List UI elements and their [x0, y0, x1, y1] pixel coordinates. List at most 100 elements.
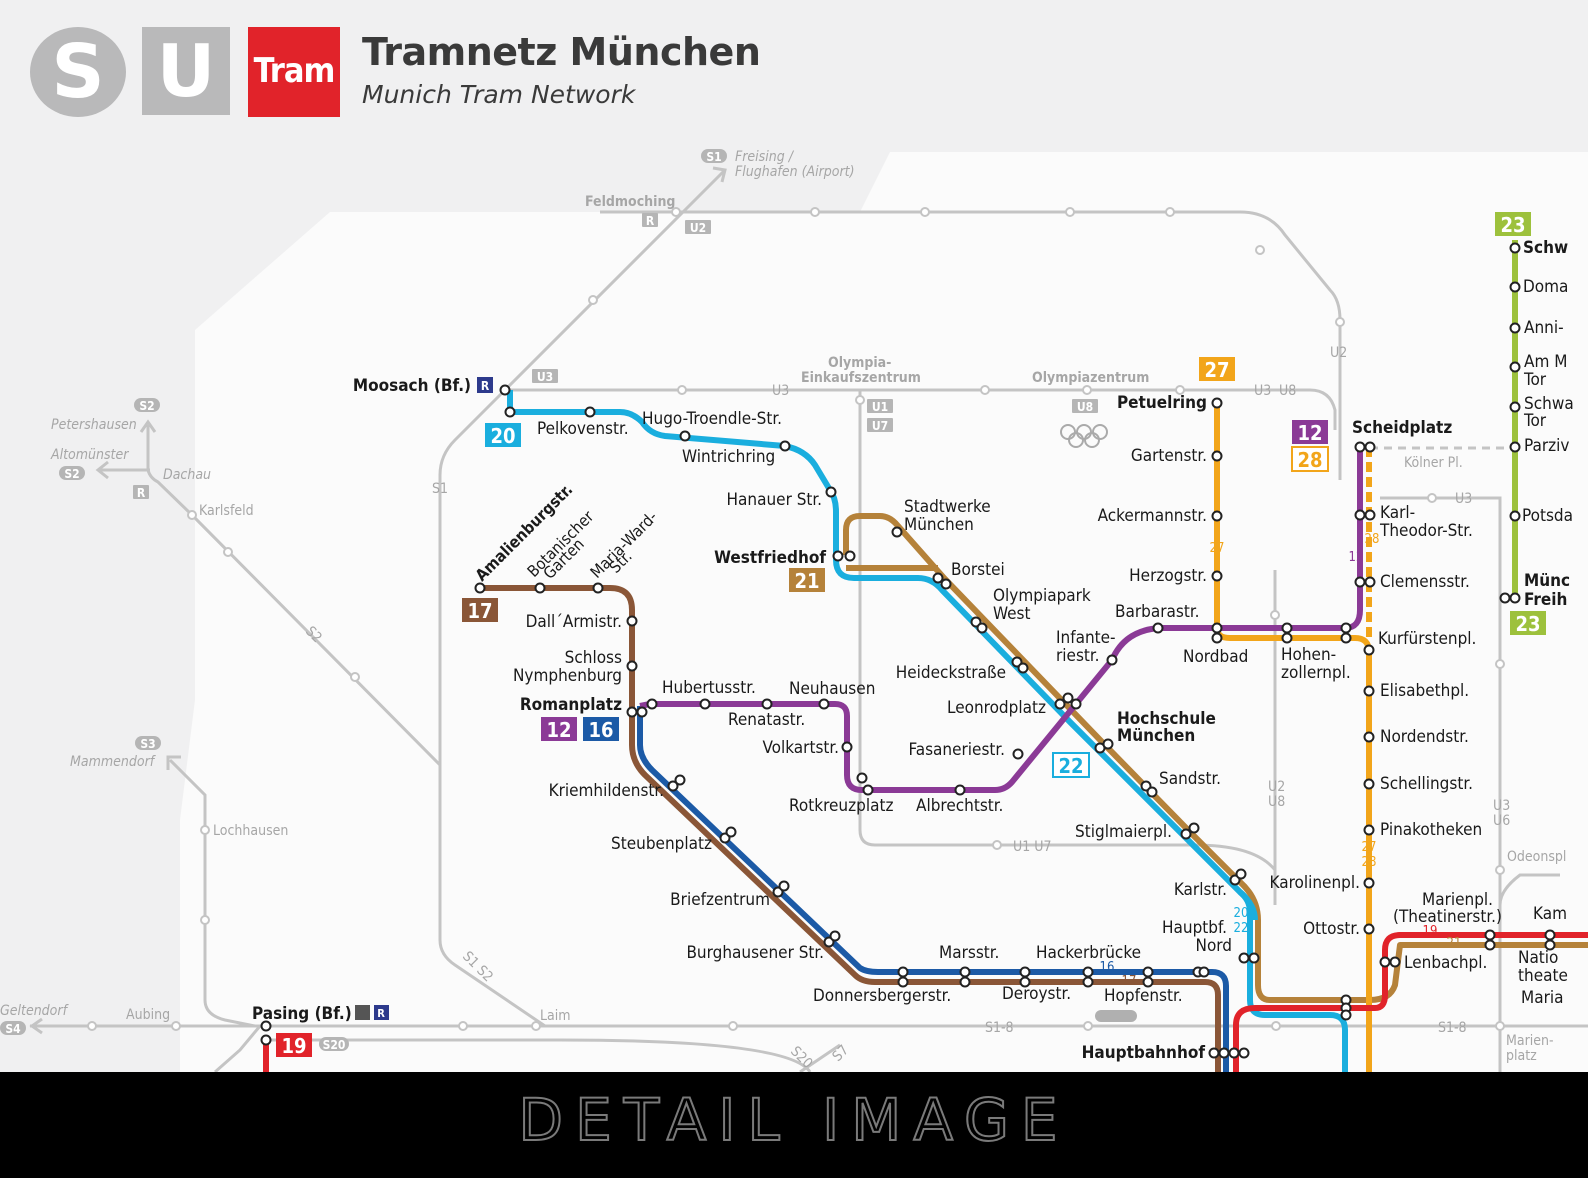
station-label: Pelkovenstr. — [537, 419, 629, 439]
track-line-number: 27 — [1210, 541, 1225, 556]
rail-label: Kölner Pl. — [1404, 455, 1463, 471]
rail-label: S1-8 — [1438, 1020, 1467, 1036]
page-subtitle: Munich Tram Network — [362, 80, 636, 109]
station-label: Clemensstr. — [1380, 572, 1470, 592]
rail-badge-label: S3 — [140, 737, 155, 751]
rail-badge-label: U1 — [872, 400, 888, 414]
rail-label: U3 — [1493, 798, 1510, 814]
zob-bus-icon — [1095, 1010, 1137, 1022]
rail-label: Laim — [540, 1008, 571, 1024]
track-line-number: 28 — [1362, 855, 1377, 870]
rail-label: Aubing — [126, 1007, 170, 1023]
station-label: Nordbad — [1183, 647, 1248, 667]
u-bahn-logo: U — [142, 27, 230, 115]
olympic-rings-icon — [1060, 424, 1108, 448]
city-area — [180, 152, 1588, 1072]
station-label: Elisabethpl. — [1380, 681, 1469, 701]
rail-label: Odeonspl — [1507, 849, 1566, 865]
station-label: Sandstr. — [1159, 769, 1221, 789]
station-label: Fasaneriestr. — [908, 740, 1005, 760]
rail-labels: Freising /Flughafen (Airport)Feldmoching… — [0, 149, 1566, 1072]
station-label: Marienpl. — [1422, 890, 1493, 910]
station-label: Hohen- — [1281, 645, 1336, 665]
page-title: Tramnetz München — [362, 30, 761, 74]
rail-station-dots — [87, 207, 1505, 1031]
line-badge-20: 20 — [485, 423, 521, 448]
station-label: Scheidplatz — [1352, 418, 1452, 438]
station-label: Nord — [1196, 936, 1233, 956]
rail-label: Freising / — [735, 149, 795, 165]
station-label: Hauptbf. — [1162, 918, 1227, 938]
station-label: Parziv — [1524, 436, 1569, 456]
station-label: Natio — [1518, 948, 1558, 968]
station-label: Hauptbahnhof — [1082, 1043, 1206, 1063]
rail-label: Marien- — [1506, 1033, 1554, 1049]
station-label: Karlstr. — [1174, 880, 1227, 900]
rail-label: U8 — [1279, 383, 1296, 399]
rail-badge-s20: S20 — [319, 1037, 349, 1052]
station-label: Maria — [1521, 988, 1563, 1008]
station-label: Leonrodplatz — [947, 698, 1046, 718]
rail-badge-u1: U1 — [867, 399, 893, 414]
station-label: Theodor-Str. — [1379, 521, 1473, 541]
track-line-number: 27 — [1362, 840, 1377, 855]
station-label: Volkartstr. — [763, 738, 840, 758]
station-label: Dall´Armistr. — [526, 612, 622, 632]
station-label: Infante- — [1056, 628, 1116, 648]
track-line-number: 22 — [1234, 921, 1249, 936]
line-badge-label: 12 — [546, 718, 571, 742]
line-badge-16: 16 — [583, 717, 619, 742]
rail-badge-u2: U2 — [685, 220, 711, 235]
rail-label: Altomünster — [50, 447, 129, 463]
rail-badge-s1: S1 — [701, 149, 727, 164]
rail-label: platz — [1506, 1048, 1537, 1064]
station-label: West — [993, 604, 1031, 624]
rail-badge-label: S4 — [5, 1022, 21, 1036]
rail-label: U8 — [1268, 794, 1285, 810]
station-label: Donnersbergerstr. — [813, 986, 951, 1006]
station-label: Schwa — [1524, 394, 1574, 414]
line-badge-label: 27 — [1204, 358, 1229, 382]
station-label: Stiglmaierpl. — [1075, 822, 1172, 842]
rail-label: Einkaufszentrum — [801, 370, 921, 386]
rail-badge-r: R — [133, 485, 149, 500]
station-label: Ottostr. — [1303, 919, 1360, 939]
rail-label: U3 — [1455, 491, 1472, 507]
rail-arrows — [29, 166, 727, 1035]
station-label: Ackermannstr. — [1098, 506, 1207, 526]
rail-badge-label: U2 — [690, 221, 706, 235]
station-label: Hopfenstr. — [1104, 986, 1183, 1006]
track-line-number: 20 — [1234, 906, 1249, 921]
rail-label: Flughafen (Airport) — [735, 164, 855, 180]
station-label: Potsda — [1522, 506, 1573, 526]
station-label: Tor — [1523, 411, 1547, 431]
station-label: Hackerbrücke — [1036, 943, 1141, 963]
station-labels: Moosach (Bf.)Pelkovenstr.Hugo-Troendle-S… — [252, 238, 1574, 1063]
line-badge-label: 16 — [588, 718, 613, 742]
rail-badge-label: U8 — [1077, 400, 1093, 414]
rail-badge-s2: S2 — [134, 398, 160, 413]
station-label: Heideckstraße — [896, 663, 1006, 683]
station-label: Petuelring — [1117, 393, 1207, 413]
station-label: Wintrichring — [682, 447, 775, 467]
rail-badge-r: R — [642, 213, 658, 228]
station-label: Tor — [1523, 370, 1547, 390]
track-line-number: 21 — [1447, 936, 1462, 951]
rail-badge-label: R — [137, 486, 146, 500]
rail-label: Dachau — [163, 467, 211, 483]
station-label: Nordendstr. — [1380, 727, 1469, 747]
detail-image-label: DETAIL IMAGE — [517, 1085, 1070, 1155]
rail-label: S1 — [432, 481, 448, 497]
rail-label: U2 — [1330, 345, 1347, 361]
moosach-r-icon: R — [477, 377, 493, 393]
line-badge-23: 23 — [1510, 611, 1546, 636]
line-badge-label: 12 — [1297, 421, 1322, 445]
station-label: zollernpl. — [1281, 663, 1351, 683]
station-label: Hanauer Str. — [727, 490, 822, 510]
line-badge-label: 19 — [281, 1034, 306, 1058]
station-label: Kurfürstenpl. — [1378, 629, 1476, 649]
rail-badge-label: S2 — [139, 399, 154, 413]
line-badge-17: 17 — [462, 598, 498, 623]
station-label: Pasing (Bf.) — [252, 1004, 352, 1024]
